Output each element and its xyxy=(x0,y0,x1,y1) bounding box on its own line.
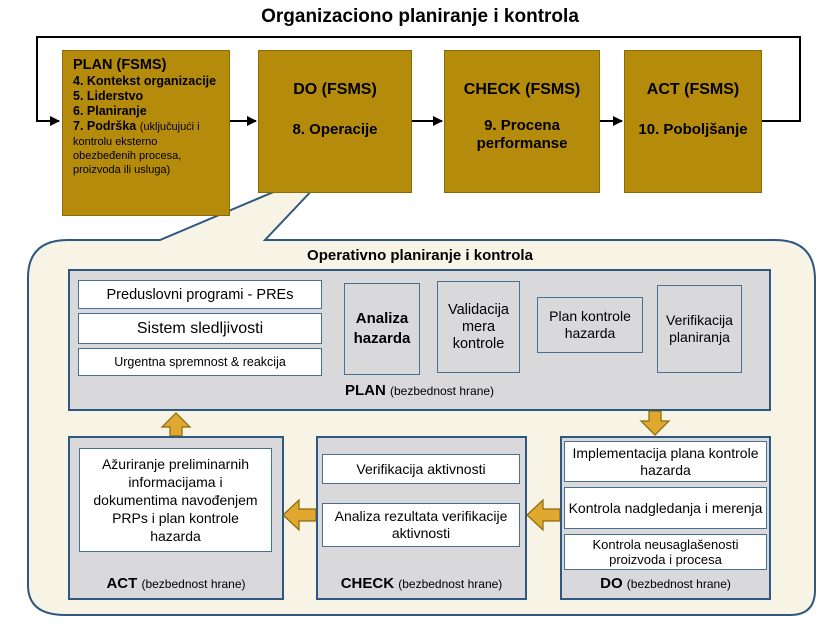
op-act-item: Ažuriranje preliminarnih informacijama i… xyxy=(79,448,272,552)
op-check-label: CHECK (bezbednost hrane) xyxy=(316,575,527,592)
op-do-label: DO (bezbednost hrane) xyxy=(560,575,771,592)
op-plan-item-traceability: Sistem sledljivosti xyxy=(78,313,322,344)
op-plan-verification: Verifikacija planiranja xyxy=(657,285,742,373)
act-fsms-body: 10. Poboljšanje xyxy=(638,121,748,138)
plan-fsms-support-tail: kontrolu eksterno obezbeđenih procesa, p… xyxy=(73,136,182,176)
plan-fsms-support-bold: 7. Podrška xyxy=(73,119,137,133)
do-fsms-body: 8. Operacije xyxy=(292,121,378,138)
do-fsms-heading: DO (FSMS) xyxy=(293,81,377,98)
plan-fsms-item-context: 4. Kontekst organizacije xyxy=(73,74,217,88)
op-plan-item-emergency: Urgentna spremnost & reakcija xyxy=(78,348,322,376)
op-do-item-nonconformity: Kontrola neusaglašenosti proizvoda i pro… xyxy=(564,534,767,570)
diagram-title: Organizaciono planiranje i kontrola xyxy=(261,6,579,27)
plan-fsms-support-rest: (uključujući i xyxy=(139,121,200,133)
op-do-item-monitoring: Kontrola nadgledanja i merenja xyxy=(564,487,767,529)
op-check-item-analysis: Analiza rezultata verifikacije aktivnost… xyxy=(322,503,520,547)
block-arrow-check-to-act xyxy=(282,498,317,532)
op-plan-label-rest: (bezbednost hrane) xyxy=(389,384,495,398)
op-plan-verification-label: Verifikacija planiranja xyxy=(666,312,733,345)
op-plan-validation: Validacija mera kontrole xyxy=(437,281,520,373)
op-check-label-bold: CHECK xyxy=(340,575,395,592)
act-fsms-box: ACT (FSMS) 10. Poboljšanje xyxy=(624,50,762,193)
op-plan-control-plan: Plan kontrole hazarda xyxy=(537,297,643,353)
block-arrow-plan-to-do xyxy=(639,410,671,436)
operational-title: Operativno planiranje i kontrola xyxy=(307,247,533,264)
block-arrow-do-to-check xyxy=(526,498,561,532)
op-do-label-rest: (bezbednost hrane) xyxy=(626,577,731,591)
plan-fsms-heading: PLAN (FSMS) xyxy=(73,57,167,73)
op-act-label-rest: (bezbednost hrane) xyxy=(141,577,246,591)
op-act-label-bold: ACT xyxy=(106,575,138,592)
plan-fsms-box: PLAN (FSMS) 4. Kontekst organizacije 5. … xyxy=(62,50,230,216)
op-plan-hazard-analysis-label: Analiza hazarda xyxy=(353,310,411,347)
check-fsms-body: 9. Procena performanse xyxy=(476,117,568,152)
check-fsms-heading: CHECK (FSMS) xyxy=(463,81,581,98)
plan-fsms-item-leadership: 5. Liderstvo xyxy=(73,89,144,103)
op-plan-validation-label: Validacija mera kontrole xyxy=(448,301,509,352)
plan-fsms-item-support: 7. Podrška (uključujući i xyxy=(73,119,223,135)
op-check-item-verification: Verifikacija aktivnosti xyxy=(322,454,520,484)
op-plan-item-prps: Preduslovni programi - PREs xyxy=(78,280,322,309)
do-fsms-box: DO (FSMS) 8. Operacije xyxy=(258,50,412,193)
op-act-label: ACT (bezbednost hrane) xyxy=(68,575,284,592)
plan-fsms-item-planning: 6. Planiranje xyxy=(73,104,147,118)
block-arrow-act-to-plan xyxy=(160,412,192,437)
op-check-label-rest: (bezbednost hrane) xyxy=(398,577,503,591)
op-plan-label: PLAN (bezbednost hrane) xyxy=(68,382,771,399)
op-do-item-implementation: Implementacija plana kontrole hazarda xyxy=(564,441,767,482)
feedback-loop-line xyxy=(36,36,801,126)
op-do-label-bold: DO xyxy=(600,575,623,592)
check-fsms-box: CHECK (FSMS) 9. Procena performanse xyxy=(444,50,600,193)
op-plan-control-plan-label: Plan kontrole hazarda xyxy=(549,308,631,341)
op-plan-hazard-analysis: Analiza hazarda xyxy=(344,283,420,375)
op-plan-label-bold: PLAN xyxy=(344,382,386,399)
act-fsms-heading: ACT (FSMS) xyxy=(646,81,740,98)
